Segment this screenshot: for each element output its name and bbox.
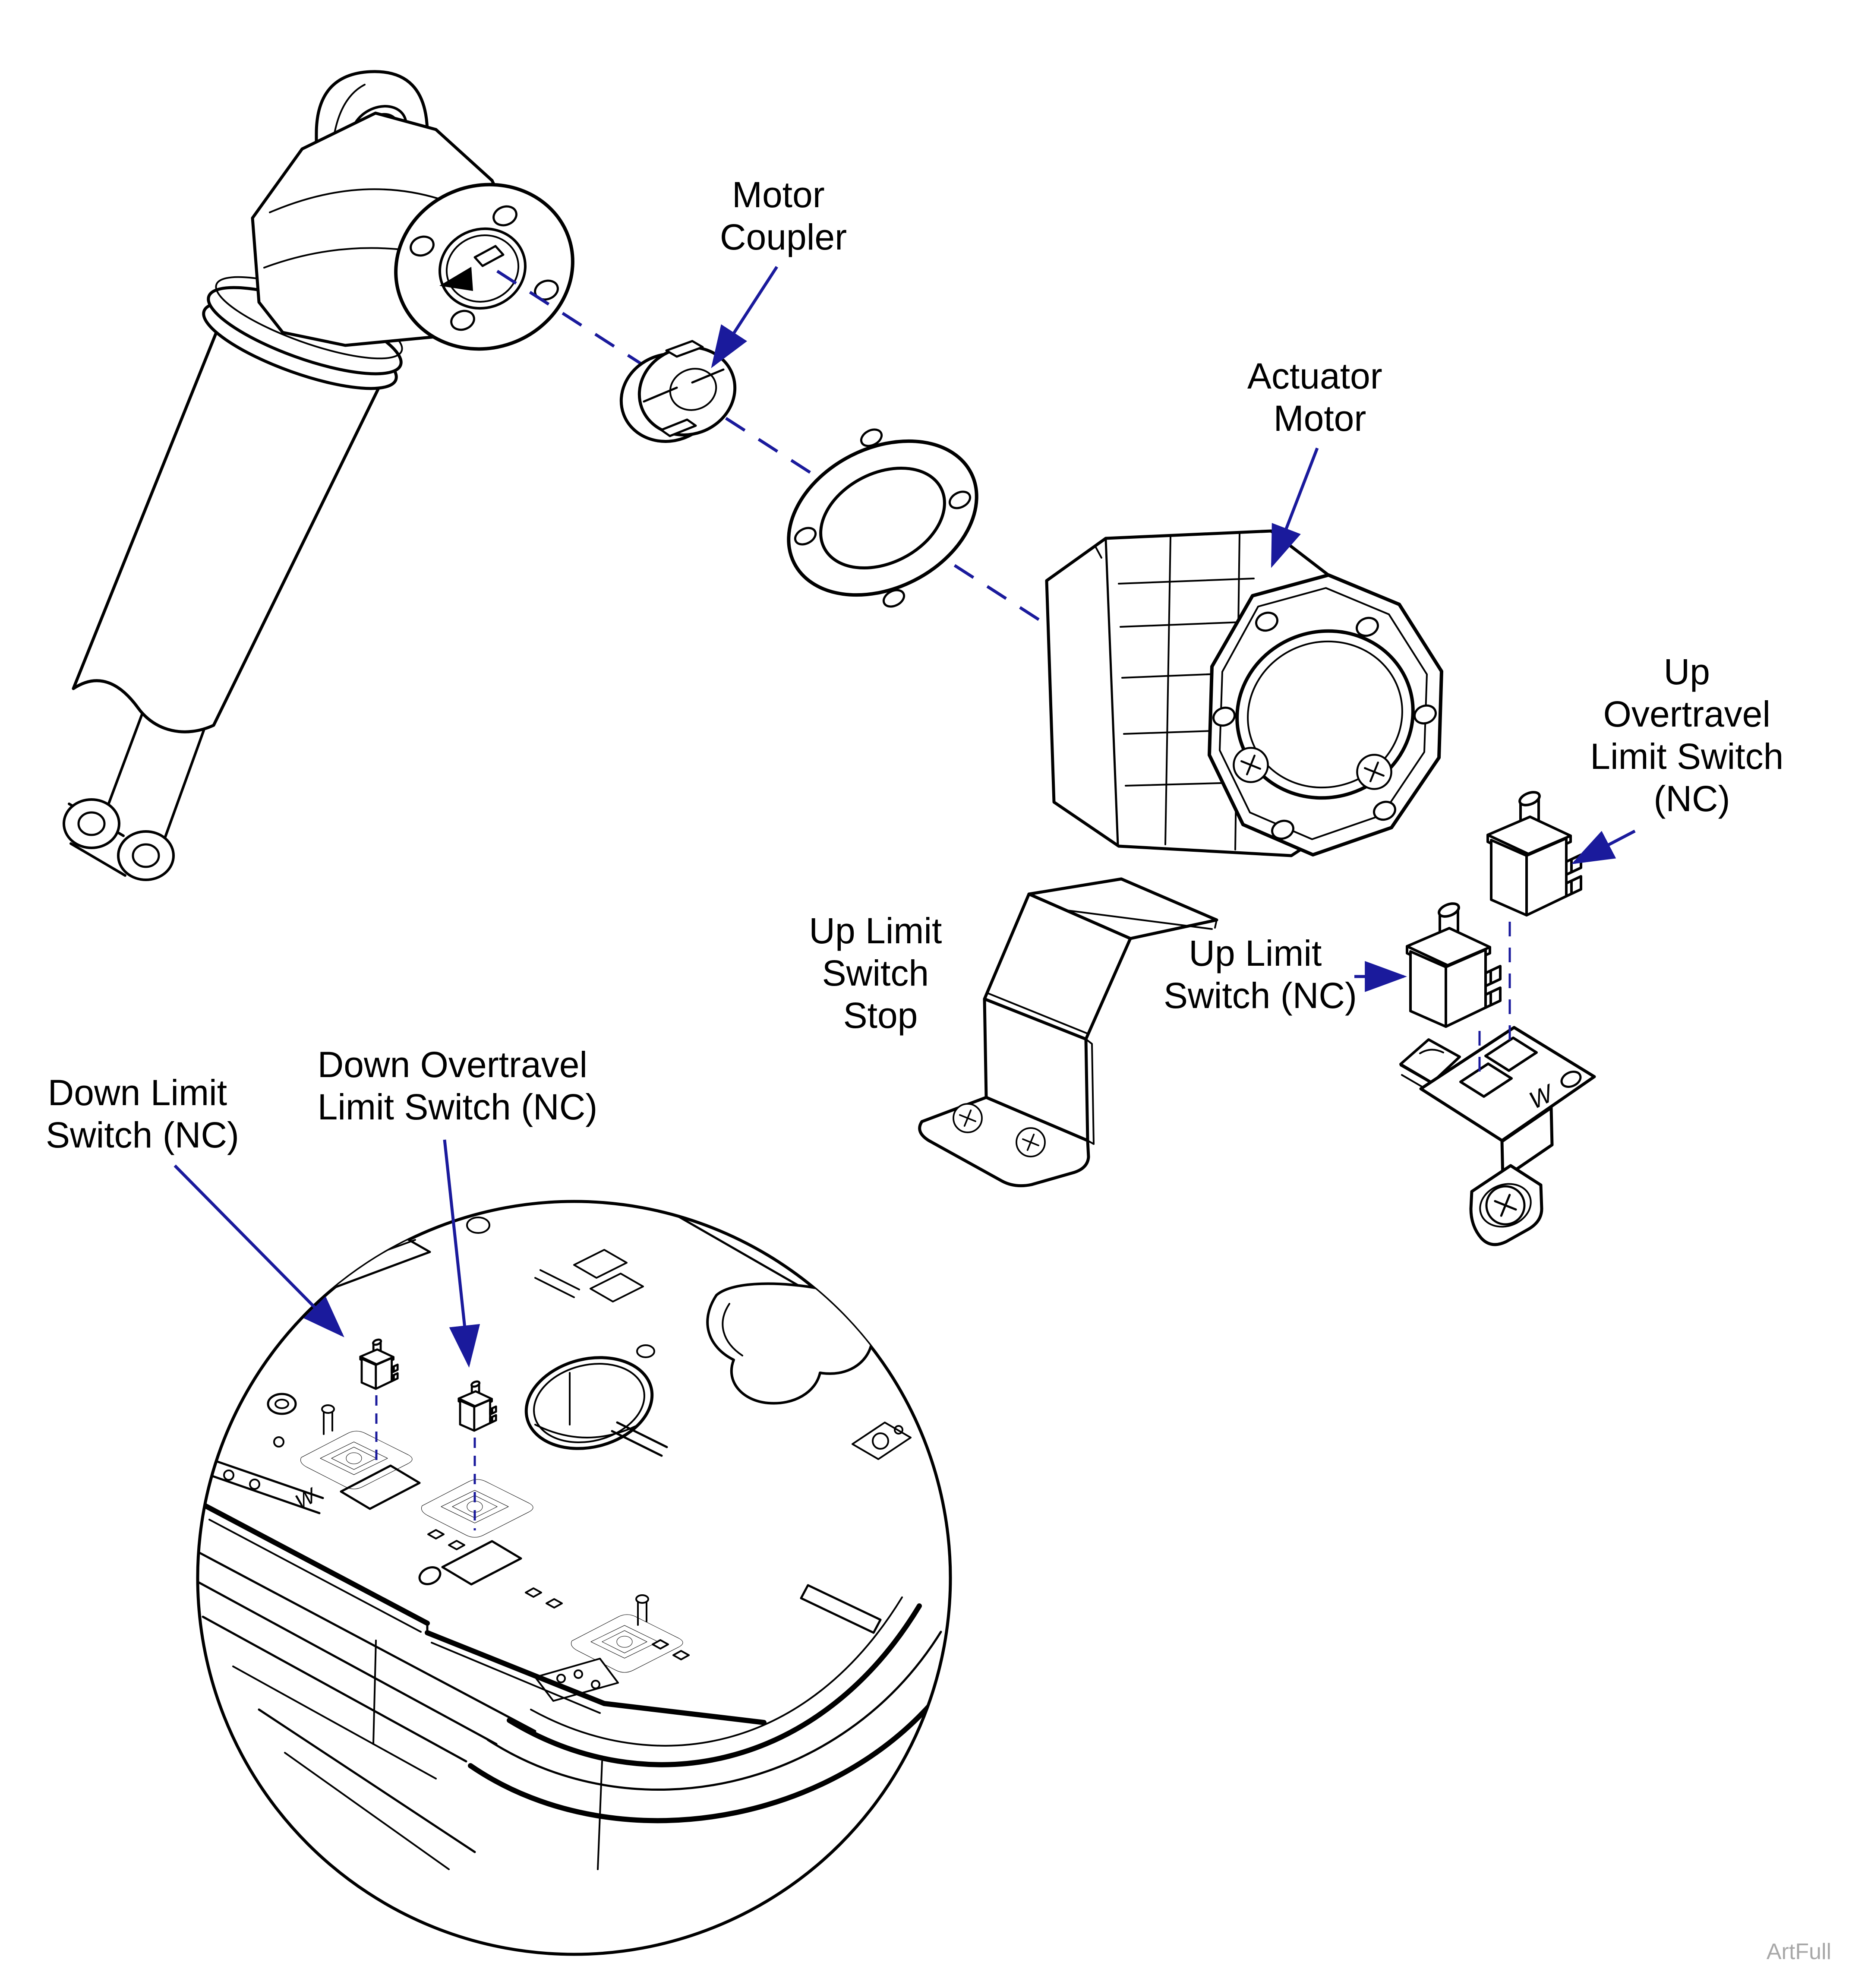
detail-circle-border	[196, 1200, 952, 1956]
label-motor-coupler: Motor Coupler	[720, 174, 847, 257]
up-overtravel-arrow	[1571, 829, 1636, 864]
down-limit-arrow	[174, 1164, 344, 1337]
label-up-overtravel-limit-switch: Up Overtravel Limit Switch (NC)	[1590, 651, 1793, 819]
base-detail-view: W	[196, 1200, 952, 1956]
motor-gasket	[787, 428, 978, 608]
bracket-screw	[1486, 1186, 1524, 1224]
actuator-motor-part	[1045, 529, 1443, 857]
down-overtravel-arrow	[443, 1139, 480, 1368]
switch-seat	[421, 1479, 533, 1538]
label-actuator-motor: Actuator Motor	[1247, 356, 1392, 439]
motor-screw	[1234, 748, 1268, 782]
up-limit-switch-stop-part	[918, 877, 1218, 1188]
motor-screw	[1357, 755, 1391, 789]
motor-coupler-part	[619, 340, 737, 443]
motor-coupler-arrow	[711, 266, 778, 368]
actuator-assembly	[63, 70, 574, 881]
up-limit-switch-part	[1407, 901, 1501, 1027]
stop-screw	[1016, 1127, 1046, 1157]
down-overtravel-limit-switch-part	[458, 1380, 496, 1431]
watermark: ArtFull	[1767, 1939, 1831, 1964]
label-up-limit-switch-stop: Up Limit Switch Stop	[809, 910, 952, 1036]
stop-screw	[953, 1103, 983, 1133]
actuator-eye	[63, 798, 175, 881]
assembly-centerline	[496, 270, 1076, 645]
switch-mounting-bracket: W	[1399, 1026, 1596, 1246]
switch-seat	[300, 1431, 413, 1489]
label-down-overtravel-limit-switch: Down Overtravel Limit Switch (NC)	[318, 1044, 598, 1127]
down-limit-switch-part	[360, 1338, 398, 1389]
label-up-limit-switch: Up Limit Switch (NC)	[1164, 933, 1357, 1016]
bracket-o-marking	[1560, 1071, 1582, 1088]
actuator-flange	[394, 183, 574, 351]
up-overtravel-limit-switch-part	[1487, 789, 1581, 916]
label-down-limit-switch: Down Limit Switch (NC)	[46, 1072, 239, 1155]
callout-arrows	[174, 266, 1636, 1368]
actuator-cylinder	[72, 319, 385, 733]
actuator-motor-arrow	[1271, 447, 1319, 568]
flange-keyway	[439, 267, 473, 291]
